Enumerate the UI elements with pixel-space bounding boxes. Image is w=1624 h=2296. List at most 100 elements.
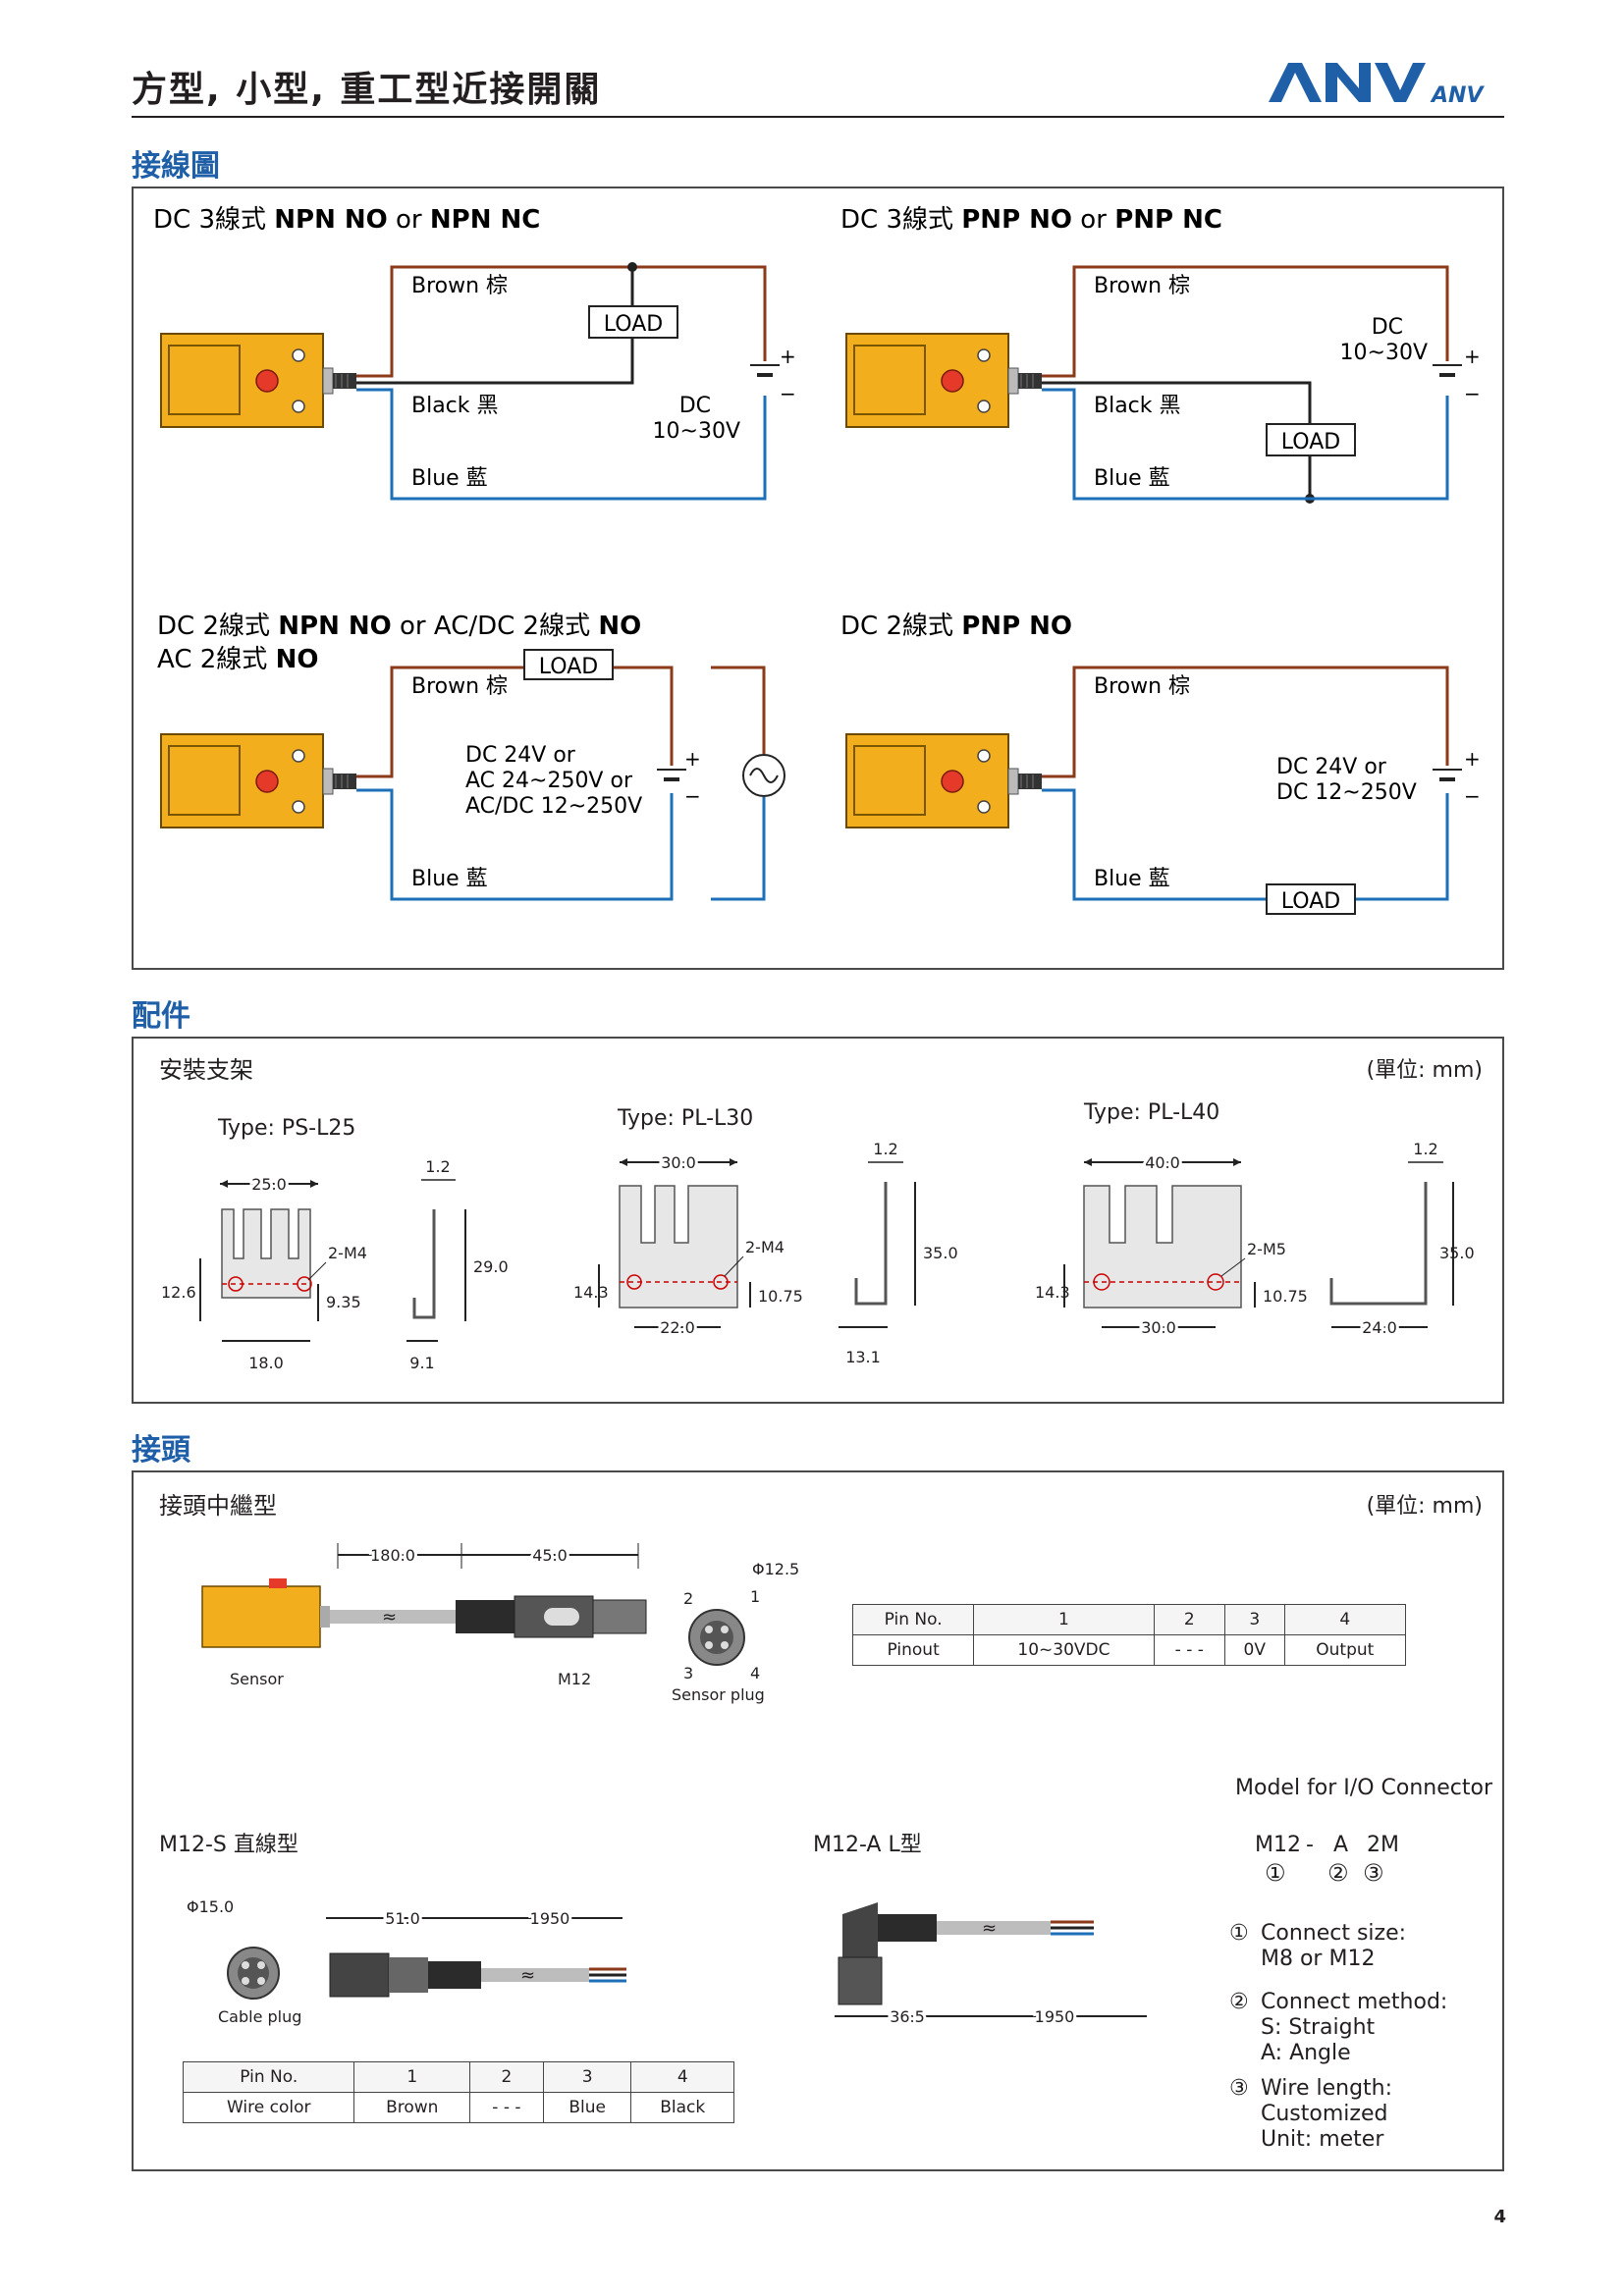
svg-text:Connect method:: Connect method: [1261, 1990, 1447, 2014]
table-cell: 2 [469, 2061, 544, 2093]
d1-brown-wire [356, 265, 767, 378]
svg-text:A: A [1333, 1833, 1348, 1857]
svg-text:180.0: 180.0 [370, 1546, 415, 1565]
table-cell: 0V [1223, 1634, 1285, 1666]
svg-text:3: 3 [683, 1664, 693, 1682]
d1-voltage-label: 10~30V [653, 419, 740, 444]
svg-text:≈: ≈ [520, 1965, 535, 1986]
svg-text:13.1: 13.1 [845, 1348, 881, 1366]
table-cell: 2 [1153, 1604, 1225, 1635]
svg-text:9.35: 9.35 [326, 1293, 361, 1311]
svg-text:②: ② [1327, 1859, 1349, 1887]
d1-brown-label: Brown 棕 [411, 274, 508, 298]
svg-text:Φ12.5: Φ12.5 [752, 1560, 799, 1578]
table-cell: 3 [542, 2061, 632, 2093]
svg-text:2-M4: 2-M4 [328, 1244, 367, 1262]
svg-text:Connect size:: Connect size: [1261, 1921, 1406, 1946]
svg-text:Brown 棕: Brown 棕 [1094, 274, 1190, 298]
brand-logo: ANV [1269, 63, 1485, 108]
svg-text:M8 or M12: M8 or M12 [1261, 1947, 1375, 1971]
table-cell: Pin No. [182, 2061, 355, 2093]
svg-text:10.75: 10.75 [758, 1287, 803, 1306]
d1-blue-label: Blue 藍 [411, 466, 488, 491]
svg-text:35.0: 35.0 [1439, 1244, 1475, 1262]
d3-load-box [523, 649, 614, 680]
connector-subtitle: 接頭中繼型 [159, 1492, 277, 1520]
d1-blue-wire [356, 388, 767, 501]
svg-text:LOAD: LOAD [1281, 889, 1340, 914]
svg-text:24.0: 24.0 [1362, 1318, 1397, 1337]
svg-text:10~30V: 10~30V [1340, 341, 1428, 365]
svg-text:2-M5: 2-M5 [1247, 1240, 1286, 1258]
connector-unit: (單位: mm) [1366, 1494, 1483, 1519]
svg-text:+: + [684, 747, 701, 771]
table-cell: 3 [1223, 1604, 1285, 1635]
model-title: Model for I/O Connector [1235, 1776, 1493, 1800]
svg-text:LOAD: LOAD [1281, 430, 1340, 454]
bracket-drawings: Type: PS-L25 25.0 2-M4 12.6 9.35 18.0 1.… [161, 1100, 1475, 1372]
svg-text:①: ① [1265, 1859, 1286, 1887]
table-cell: - - - [1153, 1634, 1225, 1666]
svg-text:Cable plug: Cable plug [218, 2007, 301, 2026]
table-cell: Pinout [851, 1634, 975, 1666]
d4-sensor-icon [845, 733, 1043, 828]
svg-text:Brown 棕: Brown 棕 [411, 674, 508, 699]
svg-text:Wire length:: Wire length: [1261, 2076, 1392, 2101]
svg-text:10.75: 10.75 [1263, 1287, 1308, 1306]
svg-text:12.6: 12.6 [161, 1283, 196, 1302]
table-cell: Wire color [182, 2092, 355, 2123]
svg-text:14.3: 14.3 [1035, 1283, 1070, 1302]
pinout-table: Pin No. 1 2 3 4 Pinout 10~30VDC - - - 0V… [851, 1604, 1407, 1666]
svg-text:Customized: Customized [1261, 2102, 1387, 2126]
svg-text:≈: ≈ [382, 1607, 397, 1628]
table-cell: - - - [469, 2092, 544, 2123]
d1-load-label: LOAD [604, 312, 663, 337]
svg-text:30.0: 30.0 [661, 1153, 696, 1172]
svg-text:1950: 1950 [1035, 2007, 1075, 2026]
svg-text:30.0: 30.0 [1141, 1318, 1176, 1337]
d2-title: DC 3線式 PNP NO or PNP NC [840, 205, 1222, 235]
page-number: 4 [1493, 2207, 1506, 2227]
svg-text:③: ③ [1363, 1859, 1384, 1887]
table-cell: 1 [353, 2061, 471, 2093]
table-cell: 10~30VDC [973, 1634, 1155, 1666]
svg-text:2M: 2M [1367, 1833, 1399, 1857]
table-cell: Brown [353, 2092, 471, 2123]
svg-text:25.0: 25.0 [251, 1175, 287, 1194]
svg-text:+: + [1464, 345, 1481, 368]
svg-text:Sensor plug: Sensor plug [672, 1685, 765, 1704]
svg-text:−: − [1464, 784, 1481, 808]
svg-text:−: − [684, 784, 701, 808]
svg-text:Unit: meter: Unit: meter [1261, 2127, 1384, 2152]
d3-title2: AC 2線式 NO [157, 645, 318, 674]
svg-text:36.5: 36.5 [890, 2007, 925, 2026]
svg-text:51.0: 51.0 [385, 1909, 420, 1928]
page-title: 方型, 小型, 重工型近接開關 [132, 70, 602, 110]
table-cell: 4 [630, 2061, 734, 2093]
svg-text:1.2: 1.2 [873, 1140, 897, 1158]
d2-brown-wire [1042, 265, 1449, 378]
svg-text:DC 24V or: DC 24V or [1276, 755, 1387, 779]
d1-sensor-icon [160, 333, 357, 428]
svg-text:4: 4 [750, 1664, 760, 1682]
table-cell: 1 [973, 1604, 1155, 1635]
svg-text:LOAD: LOAD [539, 655, 598, 679]
table-cell: Pin No. [851, 1604, 975, 1635]
svg-text:Φ15.0: Φ15.0 [187, 1897, 234, 1916]
svg-text:9.1: 9.1 [409, 1354, 434, 1372]
svg-text:1.2: 1.2 [1413, 1140, 1437, 1158]
svg-text:22.0: 22.0 [660, 1318, 695, 1337]
d1-load-box [588, 305, 678, 339]
svg-text:Blue 藍: Blue 藍 [1094, 466, 1170, 491]
d3-title: DC 2線式 NPN NO or AC/DC 2線式 NO [157, 612, 641, 641]
d4-title: DC 2線式 PNP NO [840, 612, 1072, 641]
accessories-unit: (單位: mm) [1366, 1058, 1483, 1083]
svg-text:35.0: 35.0 [923, 1244, 958, 1262]
d1-black-label: Black 黑 [411, 394, 499, 418]
svg-text:M12: M12 [1255, 1833, 1301, 1857]
svg-text:-: - [1306, 1833, 1314, 1857]
accessories-panel [132, 1037, 1504, 1404]
table-cell: 4 [1283, 1604, 1407, 1635]
d2-blue-wire [1042, 388, 1449, 501]
